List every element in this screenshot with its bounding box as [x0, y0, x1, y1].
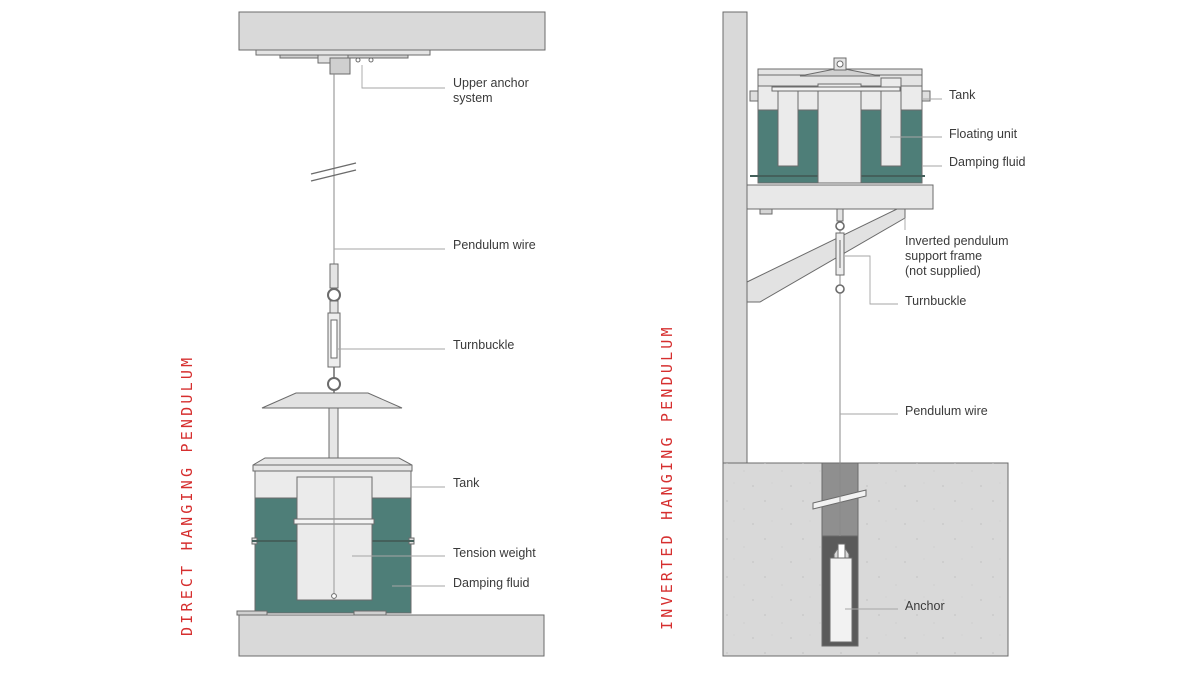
support-frame-brace: [746, 208, 906, 303]
upper-anchor-block: [329, 57, 351, 75]
label-anchor: Anchor: [905, 599, 945, 613]
upper-anchor-plate: [255, 49, 431, 56]
label-pendulum-wire-right: Pendulum wire: [905, 404, 988, 418]
inverted-pendulum: [722, 11, 1009, 657]
label-turnbuckle-left: Turnbuckle: [453, 338, 515, 352]
label-support-frame-line1: Inverted pendulum: [905, 234, 1009, 248]
anchor-body: [829, 557, 853, 643]
label-support-frame: Inverted pendulum support frame (not sup…: [905, 234, 1009, 279]
title-direct-pendulum: DIRECT HANGING PENDULUM: [178, 354, 196, 636]
weight-rod: [328, 407, 339, 462]
title-inverted-pendulum: INVERTED HANGING PENDULUM: [658, 324, 676, 630]
leader-lines-inverted: [840, 98, 942, 610]
turnbuckle-inverted: [835, 208, 845, 294]
label-upper-anchor-line1: Upper anchor: [453, 76, 529, 90]
label-upper-anchor: Upper anchor system: [453, 76, 529, 106]
tension-weight: [293, 476, 375, 601]
label-tension-weight: Tension weight: [453, 546, 536, 560]
floating-unit: [771, 77, 902, 184]
label-tank-left: Tank: [453, 476, 480, 490]
turnbuckle: [327, 263, 341, 391]
label-damping-fluid-right: Damping fluid: [949, 155, 1026, 169]
label-floating-unit: Floating unit: [949, 127, 1018, 141]
wall-column: [722, 11, 748, 464]
ceiling-slab: [238, 11, 546, 51]
label-tank-right: Tank: [949, 88, 976, 102]
floor-slab: [238, 614, 545, 657]
label-support-frame-line3: (not supplied): [905, 264, 981, 278]
label-damping-fluid-left: Damping fluid: [453, 576, 530, 590]
label-support-frame-line2: support frame: [905, 249, 983, 263]
label-turnbuckle-right: Turnbuckle: [905, 294, 967, 308]
label-upper-anchor-line2: system: [453, 91, 493, 105]
support-frame-platform: [746, 184, 934, 210]
direct-pendulum: [236, 11, 546, 657]
umbrella-cover: [261, 392, 403, 409]
label-pendulum-wire-left: Pendulum wire: [453, 238, 536, 252]
leader-lines-direct: [334, 65, 445, 587]
